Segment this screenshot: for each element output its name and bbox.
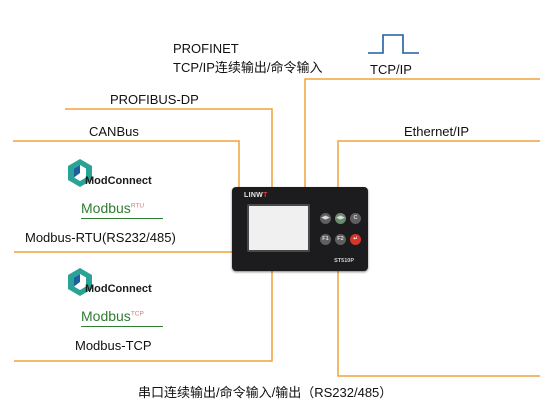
modbus-rtu-wordmark: Modbus xyxy=(81,200,131,216)
modconnect-logo-icon xyxy=(68,159,92,187)
modconnect-wordmark: ModConnect xyxy=(85,175,152,187)
device-brand-prefix: LINW xyxy=(244,192,264,199)
device-model: ST510P xyxy=(334,258,354,264)
label-tcpip: TCP/IP xyxy=(370,62,412,77)
modbus-rtu-underline xyxy=(81,218,163,219)
label-serial: 串口连续输出/命令输入/输出（RS232/485） xyxy=(138,385,393,400)
wire-profibus xyxy=(65,108,273,187)
device-button-f1: F1 xyxy=(320,234,331,245)
modbus-tcp-logo: ModbusTCP xyxy=(81,308,144,324)
device-button-left-right-icon: ◀▶ xyxy=(320,213,331,224)
wire-serial xyxy=(337,271,540,377)
modbus-tcp-underline xyxy=(81,326,163,327)
modbus-tcp-sup: TCP xyxy=(130,310,144,318)
label-modbus-tcp: Modbus-TCP xyxy=(75,338,152,353)
device-brand: LINWT xyxy=(244,192,268,199)
modconnect-wordmark-2: ModConnect xyxy=(85,283,152,295)
st510p-device: LINWT ◀▶ ◀▶ C F1 F2 ↵ ST510P xyxy=(232,187,368,271)
device-screen xyxy=(247,204,310,252)
modbus-rtu-sup: RTU xyxy=(130,202,145,210)
modconnect-logo-icon-2 xyxy=(68,268,92,296)
device-button-enter-arrows-icon: ◀▶ xyxy=(335,213,346,224)
wire-ethernet xyxy=(337,140,540,187)
label-profibus: PROFIBUS-DP xyxy=(110,92,199,107)
label-profinet: PROFINET xyxy=(173,41,239,56)
wire-modbus-tcp xyxy=(14,271,273,362)
wire-tcpip xyxy=(304,78,540,187)
modbus-tcp-wordmark: Modbus xyxy=(81,308,131,324)
label-ethernet: Ethernet/IP xyxy=(404,124,470,139)
device-button-c: C xyxy=(350,213,361,224)
label-modbus-rtu: Modbus-RTU(RS232/485) xyxy=(25,230,176,245)
label-canbus: CANBus xyxy=(89,124,139,139)
device-button-f2: F2 xyxy=(335,234,346,245)
device-button-return-icon: ↵ xyxy=(350,234,361,245)
device-brand-suffix: T xyxy=(263,192,268,199)
tcpip-pulse-icon xyxy=(368,34,419,54)
label-tcpip-continuous: TCP/IP连续输出/命令输入 xyxy=(173,60,323,75)
modbus-rtu-logo: ModbusRTU xyxy=(81,200,144,216)
wire-canbus xyxy=(13,140,240,187)
